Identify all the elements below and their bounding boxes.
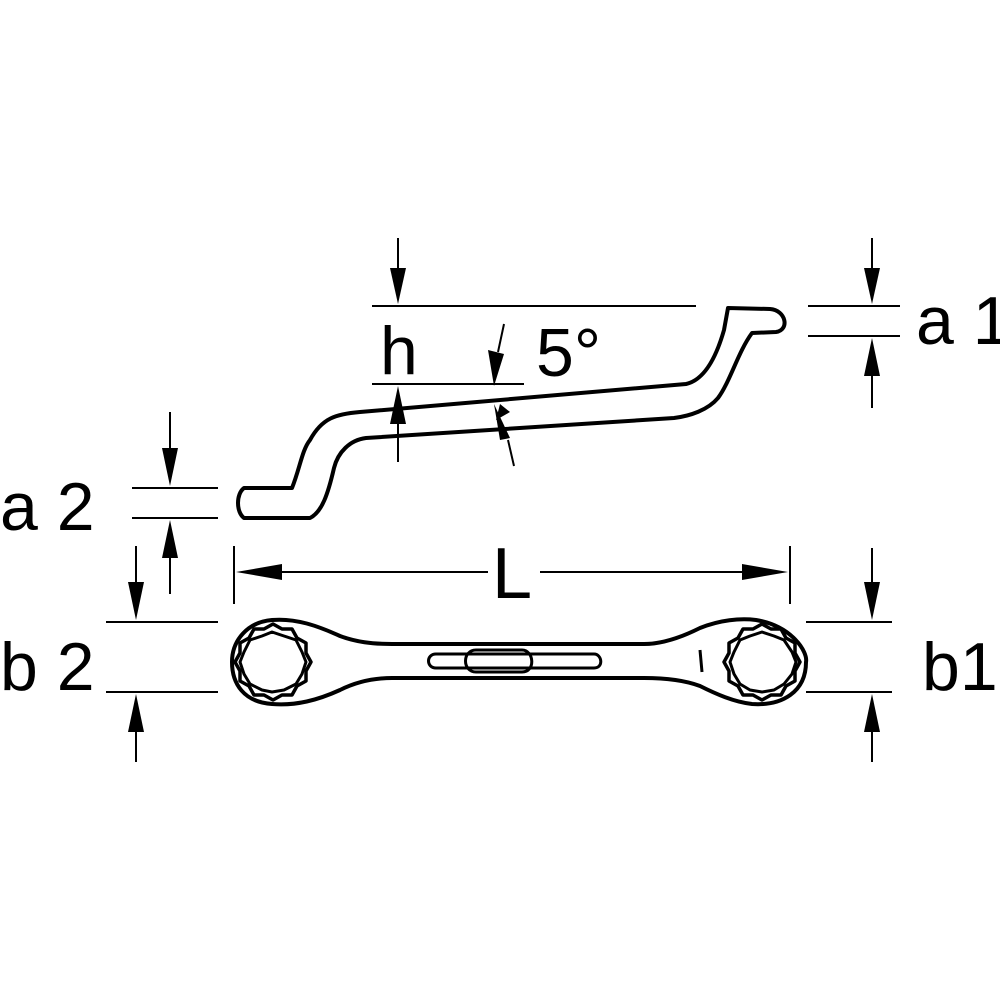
dimension-a2 — [132, 412, 218, 594]
label-h: h — [380, 313, 418, 389]
switch-mark — [698, 649, 704, 673]
dimension-b2 — [106, 546, 218, 762]
dimension-h — [372, 238, 696, 462]
wrench-side-view — [236, 306, 787, 520]
ring-right-bore — [728, 630, 798, 694]
label-b2: b 2 — [0, 629, 95, 705]
handle-slot — [427, 652, 603, 670]
label-length: L — [492, 534, 532, 614]
ring-left-outer — [243, 632, 303, 692]
label-a1: a 1 — [916, 283, 1000, 359]
ring-left — [233, 622, 313, 702]
label-a2: a 2 — [0, 469, 95, 545]
wrench-top-view — [230, 617, 809, 707]
angle-indicator — [488, 323, 515, 467]
label-angle: 5° — [536, 315, 601, 391]
wrench-top-outline — [230, 617, 809, 707]
dimension-a1 — [808, 238, 900, 408]
dimension-b1 — [806, 548, 892, 762]
dimension-l — [233, 546, 791, 604]
wrench-side-outline — [236, 306, 787, 520]
handle-boss — [464, 648, 534, 674]
ring-left-bore — [238, 630, 308, 694]
label-b1: b1 — [922, 629, 998, 705]
